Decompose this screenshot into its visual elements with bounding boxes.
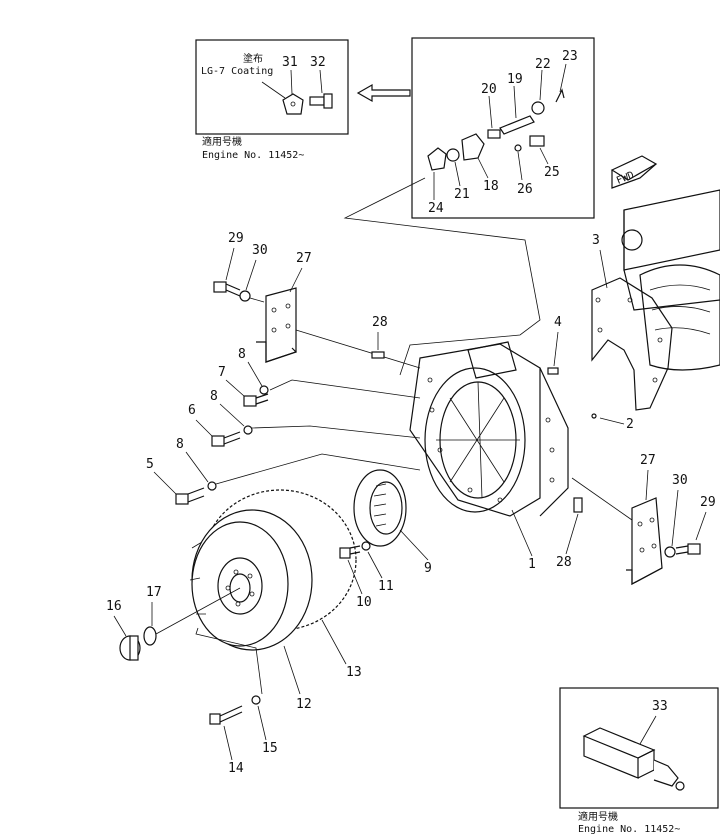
- part-1-flywheel-housing: 1: [409, 341, 569, 572]
- callout-21: 21: [454, 187, 470, 202]
- callout-29-left: 29: [228, 231, 244, 246]
- part-10-bolt: 10: [339, 545, 372, 610]
- callout-33: 33: [652, 699, 668, 714]
- callout-20: 20: [481, 82, 497, 97]
- callout-5: 5: [146, 457, 154, 472]
- inset-box-tool: 33: [559, 687, 719, 809]
- callout-23: 23: [562, 49, 578, 64]
- callout-18: 18: [483, 179, 499, 194]
- callout-11: 11: [378, 579, 394, 594]
- part-29-bolt-left: 29: [213, 231, 244, 297]
- callout-27-right: 27: [640, 453, 656, 468]
- part-19-pin: [499, 115, 535, 135]
- part-14-bolt: 14: [209, 705, 244, 776]
- part-28-dowel-bottom: 28: [556, 497, 583, 570]
- callout-24: 24: [428, 201, 444, 216]
- part-22-washer: [531, 101, 545, 115]
- callout-27-left: 27: [296, 251, 312, 266]
- callout-30-right: 30: [672, 473, 688, 488]
- part-27-bracket-left: 27: [256, 251, 312, 363]
- part-32-bolt: [309, 96, 325, 106]
- callout-30-left: 30: [252, 243, 268, 258]
- callout-2: 2: [626, 417, 634, 432]
- arrow-left-icon: [356, 83, 411, 103]
- callout-31: 31: [282, 55, 298, 70]
- callout-28-top: 28: [372, 315, 388, 330]
- callout-14: 14: [228, 761, 244, 776]
- part-29-bolt-right: 29: [675, 495, 716, 555]
- callout-9: 9: [424, 561, 432, 576]
- callout-6: 6: [188, 403, 196, 418]
- callout-13: 13: [346, 665, 362, 680]
- part-20-spacer: [487, 129, 501, 139]
- callout-32: 32: [310, 55, 326, 70]
- part-3-gasket: 3: [591, 233, 673, 411]
- callout-22: 22: [535, 57, 551, 72]
- part-26-washer: [514, 144, 522, 152]
- part-30-washer-right: 30: [664, 473, 688, 558]
- inset-box-coating: 塗布 LG-7 Coating 31 32: [195, 39, 349, 135]
- part-24-plate: [427, 147, 447, 171]
- part-7-bolt: 7: [218, 365, 269, 407]
- callout-1: 1: [528, 557, 536, 572]
- callout-8-a: 8: [238, 347, 246, 362]
- fwd-tag: FWD: [610, 155, 658, 189]
- part-28-dowel-top: 28: [371, 315, 388, 359]
- part-21-nut: [446, 148, 460, 162]
- part-16-bearing: 16: [106, 599, 141, 661]
- part-8-washer-a: 8: [238, 347, 269, 395]
- inset-box-parts: 23 22 19 20 18 21 24 25 26: [411, 37, 595, 219]
- inset-engine-label: Engine No. 11452~: [202, 150, 304, 161]
- part-17-ring: 17: [143, 585, 162, 646]
- callout-10: 10: [356, 595, 372, 610]
- inset-engine-label-jp: 適用号機: [202, 135, 242, 148]
- inset2-engine-label: Engine No. 11452~: [578, 824, 680, 835]
- part-27-bracket-right: 27: [626, 453, 663, 585]
- callout-15: 15: [262, 741, 278, 756]
- part-9-seal: 9: [353, 469, 432, 576]
- callout-7: 7: [218, 365, 226, 380]
- part-18-bracket: [461, 133, 485, 161]
- callout-4: 4: [554, 315, 562, 330]
- part-4-pin: [547, 367, 559, 375]
- part-15-washer: 15: [251, 695, 278, 756]
- part-13-ring-gear: 13: [203, 489, 362, 680]
- callout-16: 16: [106, 599, 122, 614]
- part-30-washer-left: 30: [239, 243, 268, 302]
- callout-25: 25: [544, 165, 560, 180]
- part-12-flywheel: 12: [189, 509, 313, 712]
- coating-label-jp: 塗布: [243, 52, 263, 65]
- part-8-washer-b: 8: [210, 389, 253, 435]
- callout-17: 17: [146, 585, 162, 600]
- callout-8-c: 8: [176, 437, 184, 452]
- engine-block: [621, 189, 720, 371]
- callout-29-right: 29: [700, 495, 716, 510]
- callout-12: 12: [296, 697, 312, 712]
- part-31-cover: [282, 93, 304, 115]
- inset2-engine-label-jp: 適用号機: [578, 810, 618, 823]
- callout-3: 3: [592, 233, 600, 248]
- part-11-washer: 11: [361, 541, 394, 594]
- part-5-bolt: 5: [146, 457, 205, 505]
- part-33-tool: [582, 727, 656, 759]
- part-2-dowel: [591, 413, 597, 419]
- part-6-bolt: 6: [188, 403, 241, 447]
- coating-label: LG-7 Coating: [201, 66, 273, 77]
- callout-28-bottom: 28: [556, 555, 572, 570]
- callout-19: 19: [507, 72, 523, 87]
- leader-line-inset: [343, 177, 541, 376]
- part-23-clip: [555, 88, 565, 103]
- callout-26: 26: [517, 182, 533, 197]
- part-25-bolt: [529, 135, 545, 147]
- callout-8-b: 8: [210, 389, 218, 404]
- part-8-washer-c: 8: [176, 437, 217, 491]
